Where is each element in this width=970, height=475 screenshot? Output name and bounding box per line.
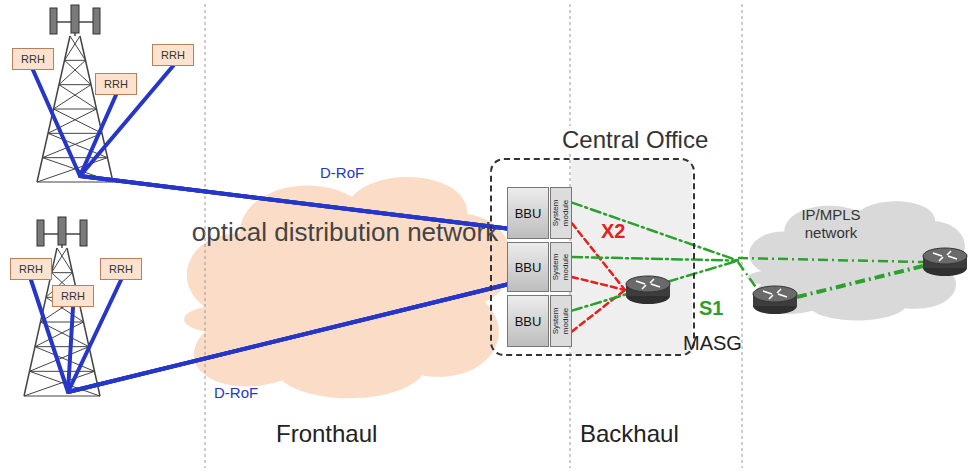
office-boundary: Central OfficeBBUSystem moduleBBUSystem … <box>490 158 695 356</box>
fiber-link <box>80 95 507 229</box>
node-label: System module <box>551 243 571 291</box>
node-label: RRH <box>104 78 128 90</box>
network-cloud: IP/MPLS network <box>738 192 970 324</box>
node-label: BBU <box>515 314 542 329</box>
antenna-panel <box>93 8 100 34</box>
s1-interface <box>572 257 738 261</box>
interface-label: X2 <box>601 220 625 243</box>
fiber-link <box>68 285 507 393</box>
edge-group <box>31 66 738 392</box>
node-label: RRH <box>19 263 43 275</box>
lattice-tower <box>24 217 100 396</box>
s1-path <box>738 258 923 262</box>
rrh-box: RRH <box>100 258 142 280</box>
x2-interface <box>572 277 625 290</box>
link-label: D-RoF <box>320 164 364 181</box>
link-label: D-RoF <box>214 384 258 401</box>
network-cloud: optical distribution network <box>170 160 520 405</box>
node-label: System module <box>551 189 571 237</box>
router-symbol <box>753 286 797 314</box>
section-divider <box>205 4 206 468</box>
section-divider <box>742 4 743 468</box>
rrh-box: RRH <box>10 258 52 280</box>
node-label: RRH <box>109 263 133 275</box>
office-title: Central Office <box>560 126 710 154</box>
section-label: Backhaul <box>580 420 679 448</box>
rrh-box: RRH <box>95 73 137 95</box>
section-label: Fronthaul <box>276 420 377 448</box>
router-label: MASG <box>683 332 729 355</box>
rrh-box: RRH <box>152 44 194 66</box>
fiber-link <box>68 280 507 392</box>
node-label: RRH <box>161 49 185 61</box>
antenna-panel <box>80 220 87 246</box>
fiber-link <box>33 70 507 229</box>
router-node: MASG <box>625 272 671 308</box>
router-symbol <box>923 248 967 276</box>
fiber-link <box>80 66 507 229</box>
system-module: System module <box>550 295 572 347</box>
antenna-panel <box>71 5 79 33</box>
bbu-unit: BBU <box>507 295 549 347</box>
cloud-outline <box>170 160 520 405</box>
antenna-panel <box>50 8 57 34</box>
antenna-panel <box>58 217 66 245</box>
interface-label: S1 <box>699 297 723 320</box>
layout-lines <box>205 4 967 468</box>
node-label: BBU <box>515 260 542 275</box>
s1-path <box>738 262 760 293</box>
bbu-unit: BBU <box>507 187 549 239</box>
node-label: System module <box>551 297 571 345</box>
router-symbol <box>625 272 671 308</box>
node-label: RRH <box>21 53 45 65</box>
node-label: optical distribution network <box>170 217 520 247</box>
rrh-box: RRH <box>52 285 94 307</box>
system-module: System module <box>550 187 572 239</box>
node-label: IP/MPLS network <box>786 206 876 242</box>
bbu-unit: BBU <box>507 242 549 292</box>
system-module: System module <box>550 242 572 292</box>
node-label: RRH <box>61 290 85 302</box>
s1-path <box>797 266 923 297</box>
node-label: BBU <box>515 206 542 221</box>
antenna-panel <box>37 220 44 246</box>
rrh-box: RRH <box>12 48 54 70</box>
office-shade <box>571 160 692 354</box>
x2-interface <box>572 290 625 331</box>
s1-interface <box>572 203 738 261</box>
fiber-link <box>31 280 507 392</box>
